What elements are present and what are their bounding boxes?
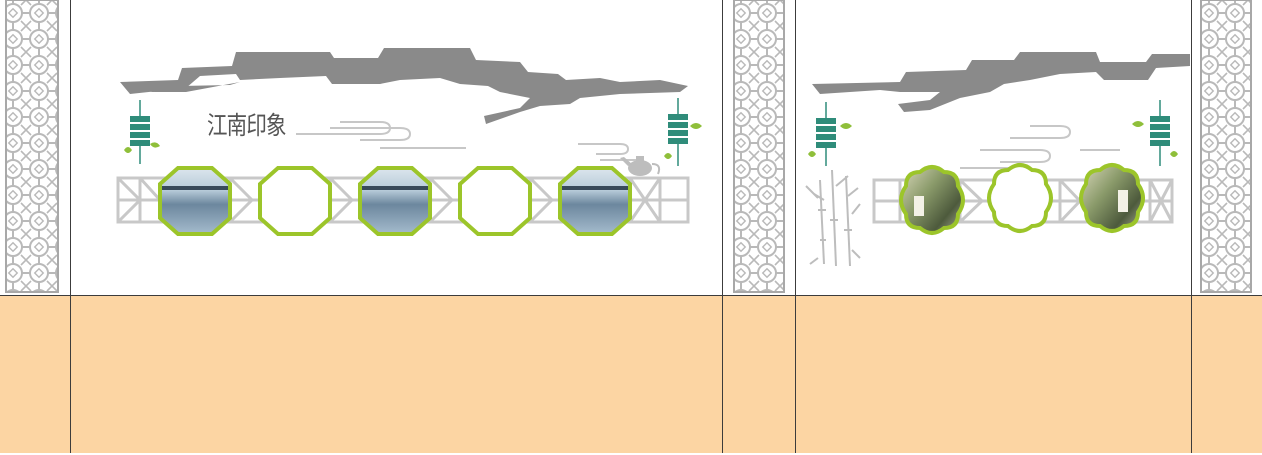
photo-frame-lake <box>358 166 432 236</box>
floor-line <box>0 295 1262 296</box>
empty-frame <box>258 166 332 236</box>
panel-divider <box>70 0 71 453</box>
lattice-column-3 <box>1200 0 1252 293</box>
photo-frame-garden <box>1079 163 1145 233</box>
lantern-icon <box>1132 100 1178 166</box>
lantern-icon <box>808 102 852 166</box>
panel-title: 江南印象 <box>207 111 287 140</box>
lattice-column-1 <box>5 0 59 293</box>
teapot-icon <box>620 156 661 176</box>
left-frames <box>158 166 632 236</box>
photo-frame-lake <box>558 166 632 236</box>
photo-frame-lake <box>158 166 232 236</box>
roof-silhouette <box>812 52 1190 112</box>
empty-frame <box>458 166 532 236</box>
photo-frame-garden <box>899 165 965 235</box>
cloud-swirl <box>296 121 640 161</box>
right-panel-artwork <box>805 52 1190 267</box>
bamboo-icon <box>805 169 861 267</box>
panel-divider <box>795 0 796 453</box>
roof-silhouette <box>120 48 688 124</box>
cloud-swirl <box>960 125 1120 169</box>
floor-band <box>0 295 1262 453</box>
panel-divider <box>722 0 723 453</box>
lantern-icon <box>124 100 160 164</box>
empty-frame <box>987 163 1053 233</box>
lattice-column-2 <box>733 0 785 293</box>
panel-divider <box>1191 0 1192 453</box>
bottom-edge <box>0 453 1262 455</box>
lantern-icon <box>664 98 702 166</box>
lattice-columns <box>5 0 1252 293</box>
